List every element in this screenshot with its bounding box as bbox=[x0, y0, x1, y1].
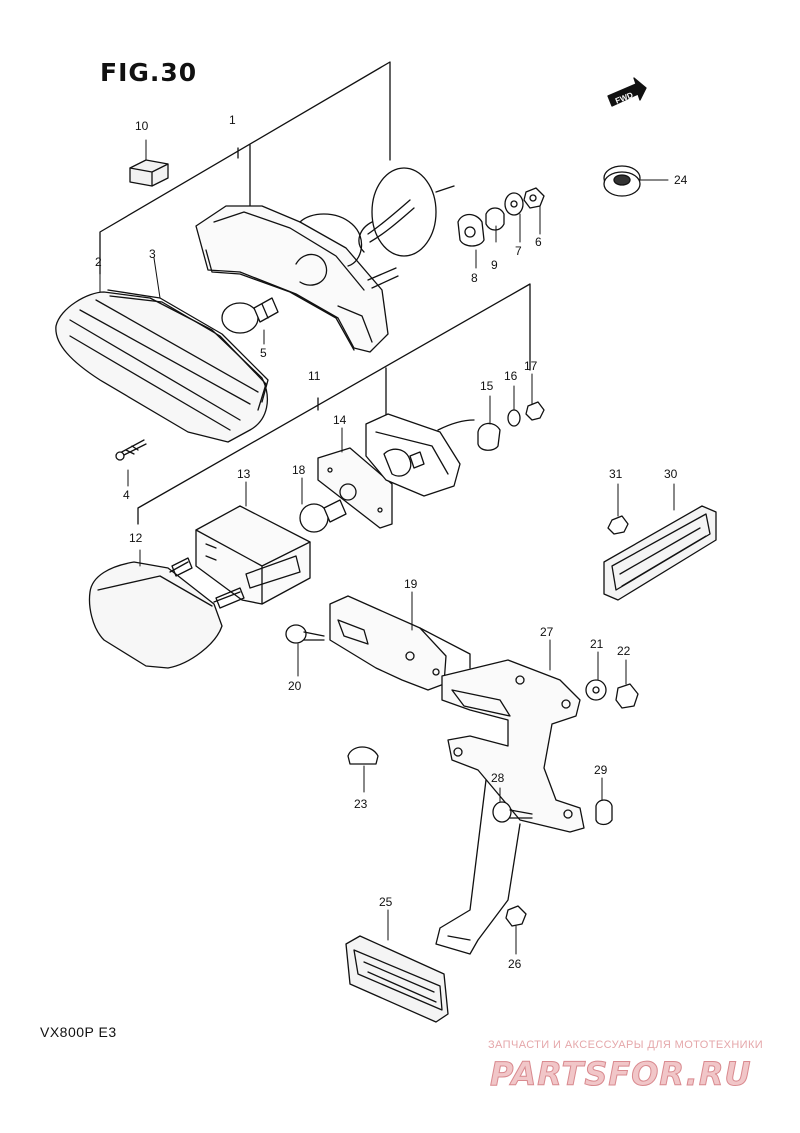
part-11-license-lamp bbox=[365, 413, 475, 497]
figure-title: FIG.30 bbox=[100, 58, 198, 87]
callout-30: 30 bbox=[664, 467, 678, 481]
model-code: VX800P E3 bbox=[40, 1024, 117, 1040]
part-27-license-bracket bbox=[441, 659, 585, 833]
part-12-turn-signal bbox=[88, 557, 245, 669]
callout-11: 11 bbox=[308, 369, 321, 383]
callout-16: 16 bbox=[504, 369, 518, 383]
callout-2: 2 bbox=[95, 255, 102, 269]
part-29-grommet bbox=[595, 799, 613, 826]
callout-21: 21 bbox=[590, 637, 604, 651]
callout-18: 18 bbox=[292, 463, 306, 477]
fwd-arrow-icon: FWD bbox=[607, 77, 647, 107]
callout-1: 1 bbox=[229, 113, 236, 127]
part-20-bolt bbox=[285, 624, 325, 644]
part-13-signal-cover bbox=[195, 505, 311, 605]
part-19-bracket bbox=[329, 595, 471, 691]
callout-14: 14 bbox=[333, 413, 347, 427]
callout-28: 28 bbox=[491, 771, 505, 785]
callout-20: 20 bbox=[288, 679, 302, 693]
callout-8: 8 bbox=[471, 271, 478, 285]
callout-9: 9 bbox=[491, 258, 498, 272]
callout-31: 31 bbox=[609, 467, 623, 481]
part-4-screw bbox=[115, 439, 147, 461]
part-1-lamp-housing bbox=[195, 205, 399, 353]
callout-19: 19 bbox=[404, 577, 418, 591]
watermark-caption: ЗАПЧАСТИ И АКСЕССУАРЫ ДЛЯ МОТОТЕХНИКИ bbox=[488, 1039, 764, 1051]
callout-6: 6 bbox=[535, 235, 542, 249]
callout-25: 25 bbox=[379, 895, 393, 909]
callout-13: 13 bbox=[237, 467, 251, 481]
callout-15: 15 bbox=[480, 379, 494, 393]
parts-15-17-fasteners bbox=[477, 401, 545, 451]
part-21-washer bbox=[585, 679, 607, 701]
watermark-logo: PARTSFOR.RU bbox=[489, 1055, 752, 1094]
part-3-gasket bbox=[107, 289, 269, 403]
callout-22: 22 bbox=[617, 644, 631, 658]
assembly-1-bracket-lines bbox=[99, 61, 391, 275]
part-22-nut bbox=[615, 683, 639, 709]
part-25-rear-reflector bbox=[345, 935, 449, 1023]
part-23-plug bbox=[347, 746, 379, 765]
parts-6-9-fastener-stack bbox=[457, 187, 545, 247]
part-30-side-reflector bbox=[603, 505, 717, 601]
callout-29: 29 bbox=[594, 763, 608, 777]
callout-10: 10 bbox=[135, 119, 149, 133]
lower-stay-arm bbox=[435, 779, 521, 955]
callout-labels: 1 2 3 4 5 6 7 8 9 10 11 12 13 14 15 16 1… bbox=[95, 113, 688, 971]
part-10-rubber-block bbox=[129, 159, 169, 187]
part-24-grommet bbox=[603, 165, 641, 197]
callout-12: 12 bbox=[129, 531, 143, 545]
callout-7: 7 bbox=[515, 244, 522, 258]
part-5-bulb bbox=[221, 297, 279, 334]
part-14-lamp-plate bbox=[317, 447, 393, 529]
part-28-bolt bbox=[492, 801, 533, 823]
callout-27: 27 bbox=[540, 625, 554, 639]
callout-4: 4 bbox=[123, 488, 130, 502]
part-31-nut bbox=[607, 515, 629, 535]
callout-24: 24 bbox=[674, 173, 688, 187]
part-2-tail-lens bbox=[55, 291, 268, 443]
callout-23: 23 bbox=[354, 797, 368, 811]
callout-17: 17 bbox=[524, 359, 538, 373]
part-18-bulb bbox=[299, 499, 347, 533]
callout-26: 26 bbox=[508, 957, 522, 971]
socket-cover-and-wire bbox=[358, 167, 455, 257]
callout-3: 3 bbox=[149, 247, 156, 261]
callout-5: 5 bbox=[260, 346, 267, 360]
part-26-nut bbox=[505, 905, 527, 927]
callout-leader-lines bbox=[99, 139, 675, 955]
